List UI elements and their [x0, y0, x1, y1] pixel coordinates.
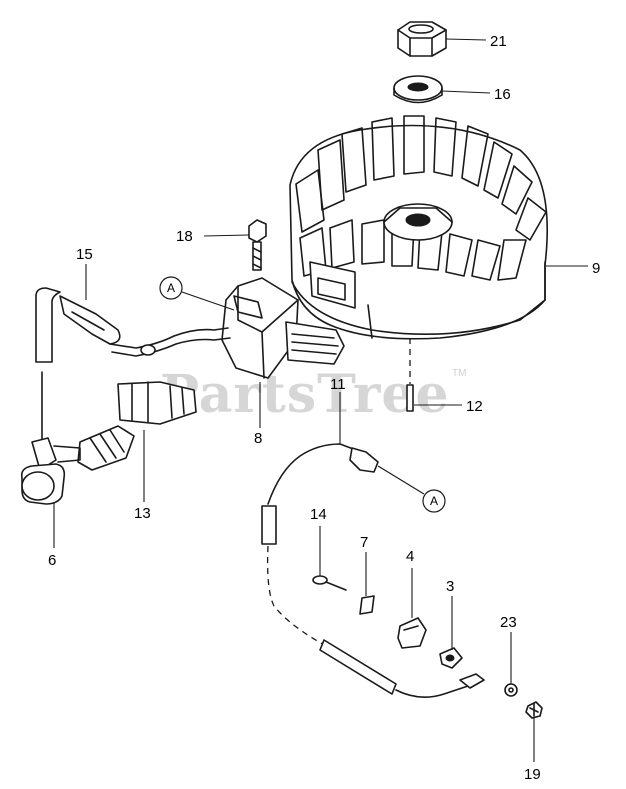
- part-plate[interactable]: [359, 595, 375, 615]
- part-switch-knob[interactable]: [397, 617, 427, 649]
- part-switch[interactable]: [439, 647, 463, 669]
- callout-4[interactable]: 4: [406, 548, 414, 565]
- callout-18[interactable]: 18: [176, 228, 193, 245]
- leader-tag-wire: [377, 465, 425, 495]
- watermark-trademark: TM: [452, 368, 466, 379]
- callout-21[interactable]: 21: [490, 33, 507, 50]
- callout-15[interactable]: 15: [76, 246, 93, 263]
- watermark: PartsTree TM: [160, 364, 466, 425]
- callout-8[interactable]: 8: [254, 430, 262, 447]
- part-screw[interactable]: [312, 575, 347, 591]
- callout-13[interactable]: 13: [134, 505, 151, 522]
- connection-tag-coil[interactable]: A: [159, 276, 183, 300]
- callout-23[interactable]: 23: [500, 614, 517, 631]
- callout-11[interactable]: 11: [330, 376, 346, 393]
- part-ht-lead-boot[interactable]: [35, 287, 231, 363]
- part-plug-cap[interactable]: [20, 371, 66, 505]
- part-bolt[interactable]: [248, 219, 267, 271]
- callouts: 21 16 9 18 15 12 11 8 13 6 14 7 4 3 23 1…: [48, 33, 600, 783]
- part-spark-plug[interactable]: [53, 381, 197, 471]
- part-flywheel[interactable]: [289, 115, 548, 340]
- part-washer[interactable]: [393, 75, 443, 104]
- watermark-text: PartsTree: [160, 364, 450, 425]
- callout-16[interactable]: 16: [494, 86, 511, 103]
- callout-7[interactable]: 7: [360, 534, 368, 551]
- part-ignition-coil[interactable]: [221, 277, 345, 379]
- callout-6[interactable]: 6: [48, 552, 56, 569]
- leader-tag-coil: [181, 291, 235, 311]
- connection-tag-wire-label: A: [430, 494, 438, 508]
- leader-lines: [53, 38, 588, 762]
- part-small-washer[interactable]: [504, 683, 518, 697]
- part-stop-wire[interactable]: [261, 443, 485, 698]
- connection-tag-wire[interactable]: A: [422, 489, 446, 513]
- callout-19[interactable]: 19: [524, 766, 541, 783]
- callout-9[interactable]: 9: [592, 260, 600, 277]
- part-small-nut[interactable]: [525, 701, 543, 719]
- connection-tag-coil-label: A: [167, 281, 175, 295]
- callout-12[interactable]: 12: [466, 398, 483, 415]
- callout-14[interactable]: 14: [310, 506, 327, 523]
- part-key[interactable]: [406, 384, 414, 412]
- part-nut[interactable]: [397, 21, 447, 57]
- callout-3[interactable]: 3: [446, 578, 454, 595]
